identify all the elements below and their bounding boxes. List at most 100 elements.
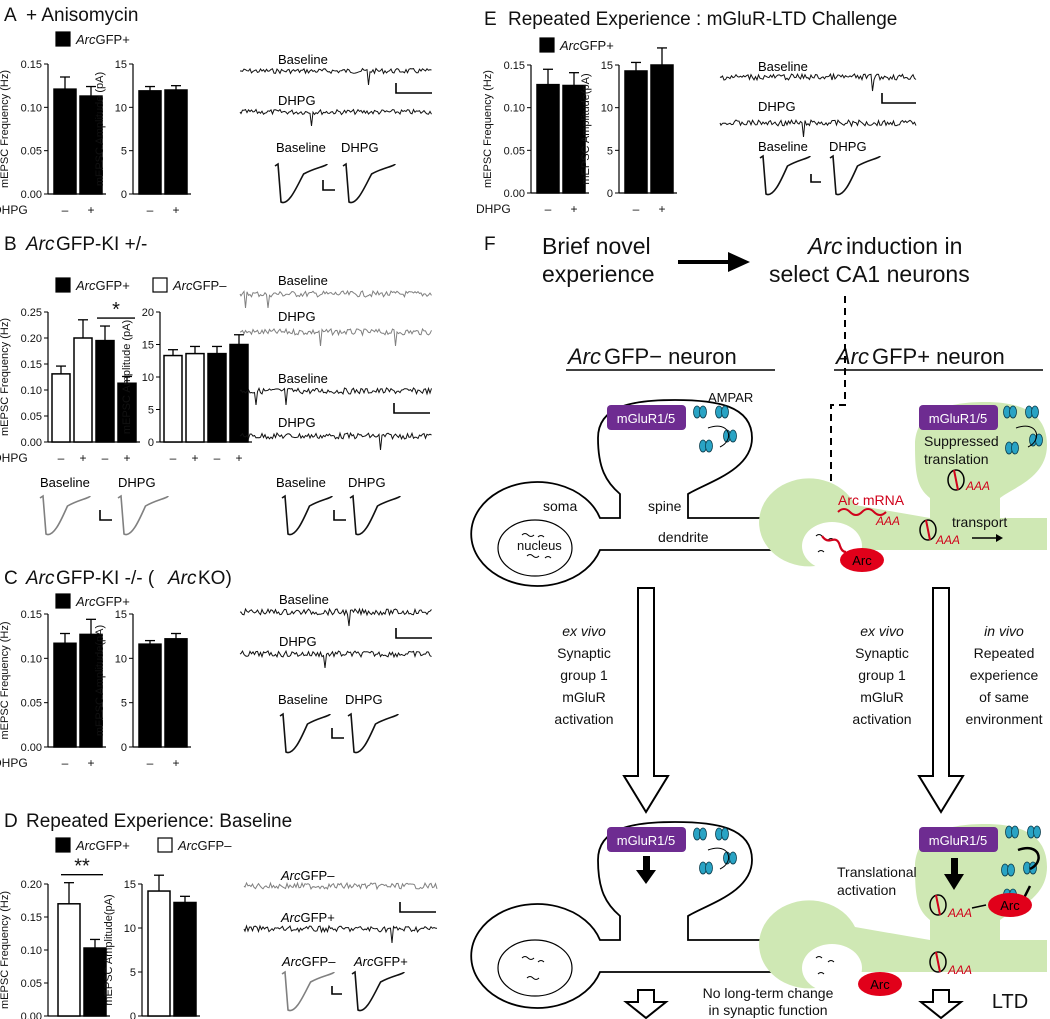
outcome-arrow-right [918, 989, 964, 1019]
mrna-in-ribosome [935, 951, 941, 973]
right-arrow-invivo: in vivo [984, 623, 1024, 639]
panel-c: C Arc GFP-KI -/- ( Arc KO) ArcGFP+ 0.000… [0, 568, 432, 770]
ampar-icon [1025, 405, 1039, 419]
scale-bar [810, 174, 821, 183]
y-tick-label: 0.10 [504, 103, 525, 115]
translation-arrow [971, 904, 987, 909]
event-label: ArcGFP– [281, 954, 336, 969]
bar [51, 373, 71, 443]
dendrite-label: dendrite [658, 529, 709, 545]
recording-trace [239, 649, 432, 669]
panel-b-legend: ArcGFP+ArcGFP– [55, 277, 227, 293]
nucleus-outline [497, 939, 573, 997]
mrna-in-ribosome [953, 469, 959, 491]
mepsc-event [281, 494, 333, 536]
nucleus-label: nucleus [517, 538, 562, 553]
arc-protein-label: Arc [852, 553, 872, 568]
event-label: ArcGFP+ [353, 954, 408, 969]
bar [207, 352, 227, 443]
dhpg-label: DHPG [0, 756, 28, 770]
induction-dashed-link [830, 296, 846, 528]
trace-label: DHPG [278, 309, 316, 324]
mglur-label: mGluR1/5 [929, 411, 988, 426]
y-tick-label: 10 [115, 653, 127, 665]
y-tick-label: 15 [142, 340, 154, 352]
ampar-subunit [1009, 405, 1017, 419]
mepsc-event [759, 154, 811, 196]
y-tick-label: 5 [121, 698, 127, 710]
chromatin-squiggles [815, 956, 835, 975]
transport-label: transport [952, 514, 1007, 530]
y-tick-label: 15 [115, 609, 127, 621]
scale-bar [399, 902, 436, 913]
nucleus-outline [497, 519, 573, 577]
ampar-subunit [1031, 405, 1039, 419]
legend-swatch [55, 31, 71, 47]
mepsc-event [349, 494, 401, 536]
mepsc-event [281, 970, 335, 1012]
neuron-negative-bottom: mGluR1/5 [470, 821, 779, 1009]
right-arrow-line-1: Repeated [974, 645, 1035, 661]
flow-right-arc: Arc [806, 233, 843, 259]
right-arrow-line-4: environment [965, 711, 1042, 727]
dhpg-label: DHPG [476, 202, 511, 216]
y-tick-label: 0.05 [21, 698, 42, 710]
dhpg-mark: – [102, 451, 109, 465]
ampar-icon [1027, 825, 1041, 839]
mglur-label: mGluR1/5 [617, 411, 676, 426]
mglur-label: mGluR1/5 [617, 833, 676, 848]
neuron-positive-top: Arc Arc mRNA AAA mGluR1/5 Suppressed tra… [759, 402, 1047, 572]
event-label: Baseline [278, 692, 328, 707]
dhpg-mark: + [87, 756, 94, 770]
y-axis-label: mEPSC Amplitude(pA) [103, 894, 115, 1005]
dhpg-mark: + [172, 756, 179, 770]
panel-d-traces: ArcGFP–ArcGFP+ArcGFP–ArcGFP+ [243, 868, 438, 1012]
panel-a-title: + Anisomycin [26, 5, 138, 26]
chromatin-squiggles [521, 956, 545, 980]
ampar-subunit [705, 861, 713, 875]
trace-label: DHPG [278, 415, 316, 430]
hollow-arrow-left [622, 587, 670, 814]
y-tick-label: 0.10 [21, 102, 42, 114]
ribosome [947, 469, 965, 491]
mid-arrow-line-4: activation [852, 711, 911, 727]
chromatin-squiggles [521, 533, 552, 559]
ampar-icon [1005, 441, 1019, 455]
mrna-in-ribosome [925, 519, 931, 541]
dhpg-mark: – [62, 756, 69, 770]
arc-protein-blob [858, 972, 902, 996]
dhpg-mark: + [123, 451, 130, 465]
scale-bar [393, 403, 430, 414]
ampar-subunit [1011, 441, 1019, 455]
outcome-left-line-1: No long-term change [703, 985, 834, 1001]
dhpg-mark: + [191, 451, 198, 465]
event-label: Baseline [758, 139, 808, 154]
scale-bar [322, 180, 335, 191]
event-label: DHPG [118, 475, 156, 490]
panel-d-legend: ArcGFP+ArcGFP– [55, 837, 232, 853]
y-tick-label: 0.15 [504, 60, 525, 72]
legend-swatch [55, 277, 71, 293]
recording-trace [719, 119, 917, 138]
legend-label: ArcGFP+ [559, 38, 614, 53]
ampar-icon [1003, 405, 1017, 419]
left-arrow-line-3: mGluR [562, 689, 606, 705]
pos-heading-arc: Arc [834, 344, 869, 369]
y-tick-label: 0.00 [21, 437, 42, 449]
nucleus-white [802, 944, 862, 992]
trace-label: ArcGFP+ [280, 910, 335, 925]
panel-b-title: GFP-KI +/- [56, 234, 147, 255]
ampar-subunit [1033, 825, 1041, 839]
arc-protein-blob [988, 893, 1032, 917]
event-label: Baseline [276, 475, 326, 490]
flow-arrow [678, 252, 750, 272]
ampar-cycle-arrow [707, 425, 730, 448]
hollow-arrow-right [917, 587, 965, 814]
y-tick-label: 0.00 [504, 188, 525, 200]
panel-c-title-end: KO) [198, 568, 232, 589]
dhpg-mark: – [147, 203, 154, 217]
